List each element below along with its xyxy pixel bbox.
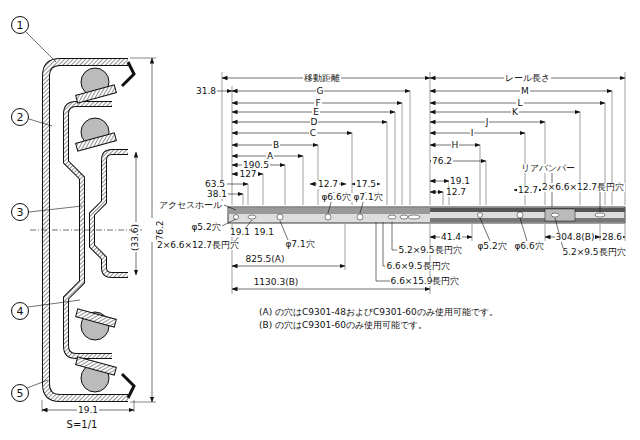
part-note: 2×6.6×12.7長円穴: [541, 183, 625, 192]
dimension-label: レール長さ: [504, 74, 551, 83]
callout-circle: 1: [11, 16, 29, 34]
dimension-label: L: [516, 99, 523, 108]
part-note: 2×6.6×12.7長円穴: [156, 241, 240, 250]
dimension-label: 38.1: [206, 190, 228, 199]
dimension-label: 12.7: [517, 186, 539, 195]
part-note: φ6.6穴: [513, 242, 544, 251]
part-note: (B) の穴はC9301-60のみ使用可能です。: [258, 321, 428, 330]
part-note: 6.6×15.9長円穴: [390, 277, 461, 286]
part-note: φ6.6穴: [320, 193, 351, 202]
dimension-label: (33.6): [132, 222, 141, 251]
callout-number: 4: [17, 306, 24, 317]
rail-drawing: [228, 207, 625, 223]
dimension-label: 1130.3(B): [253, 278, 300, 287]
callout-circle: 4: [11, 302, 29, 320]
dimension-label: 19.1: [229, 228, 251, 237]
dimension-lines: [214, 72, 625, 294]
dimension-label: J: [485, 118, 490, 127]
dimension-label: D: [310, 118, 319, 127]
part-note: 6.6×9.5長円穴: [385, 262, 450, 271]
dimension-label: S=1/1: [66, 420, 99, 430]
part-note: φ5.2穴: [190, 223, 221, 232]
callout-circle: 5: [11, 384, 29, 402]
dimension-label: 28.6: [601, 233, 623, 242]
part-note: φ7.1穴: [352, 193, 383, 202]
dimension-label: 825.5(A): [245, 255, 286, 264]
part-note: アクセスホール: [158, 201, 223, 210]
dimension-label: 移動距離: [303, 74, 341, 83]
dimension-label: 12.7: [317, 180, 339, 189]
callout-number: 3: [17, 207, 24, 218]
cross-section: [26, 32, 156, 412]
callout-circle: 3: [11, 203, 29, 221]
dimension-label: H: [451, 141, 460, 150]
dimension-label: G: [316, 87, 325, 96]
dimension-label: 31.8: [195, 87, 217, 96]
callout-number: 5: [17, 388, 24, 399]
dimension-label: 17.5: [355, 180, 377, 189]
dimension-label: 76.2: [431, 157, 453, 166]
dimension-label: F: [314, 99, 321, 108]
dimension-label: 76.2: [155, 219, 164, 241]
dimension-label: 12.7: [445, 188, 467, 197]
part-note: (A) の穴はC9301-48およびC9301-60のみ使用可能です。: [258, 308, 499, 317]
dimension-label: 19.1: [253, 228, 275, 237]
callout-circle: 2: [11, 108, 29, 126]
dimension-label: 63.5: [204, 180, 226, 189]
dimension-label: K: [511, 108, 519, 117]
dimension-label: 19.1: [449, 177, 471, 186]
dimension-label: E: [312, 108, 320, 117]
dimension-label: 190.5: [242, 161, 270, 170]
dimension-label: I: [470, 129, 475, 138]
part-note: 5.2×9.5長円穴: [561, 248, 626, 257]
dimension-label: A: [266, 152, 274, 161]
dimension-label: B: [272, 141, 280, 150]
dimension-label: 19.1: [77, 406, 99, 415]
dimension-label: 127: [238, 170, 257, 179]
dimension-label: 304.8(B): [555, 233, 596, 242]
part-note: φ7.1穴: [284, 240, 315, 249]
dimension-label: 41.4: [440, 233, 462, 242]
part-note: φ5.2穴: [476, 242, 507, 251]
part-note: 5.2×9.5長円穴: [397, 246, 462, 255]
callout-number: 1: [17, 20, 24, 31]
callout-number: 2: [17, 112, 24, 123]
dimension-label: M: [520, 87, 530, 96]
dimension-label: C: [309, 129, 317, 138]
part-note: リアバンパー: [520, 164, 576, 173]
